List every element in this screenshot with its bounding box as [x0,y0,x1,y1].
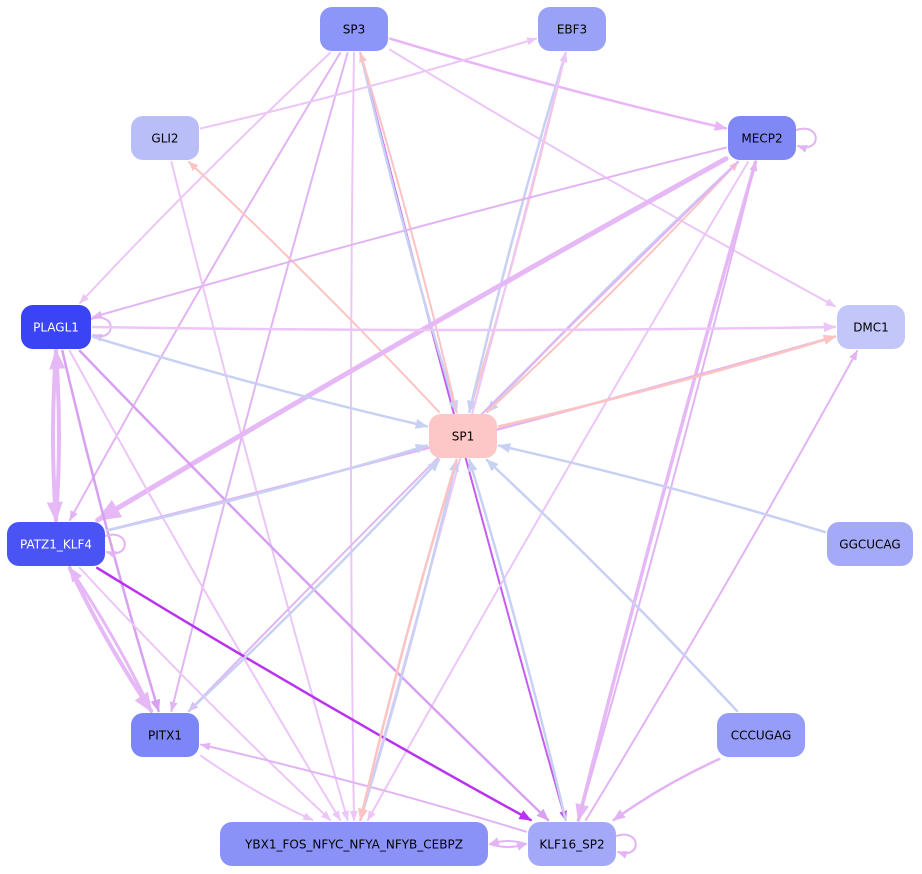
edge-sp3-to-dmc1 [389,48,836,308]
node-label: GLI2 [151,132,178,146]
node-mecp2[interactable]: MECP2 [728,116,796,160]
edge-pitx1-to-patz1-klf4 [68,566,153,713]
node-label: GGCUCAG [839,538,900,552]
edge-sp3-to-patz1-klf4 [68,52,342,521]
edge-ggcucag-to-sp1 [497,443,827,534]
node-box [131,713,199,757]
edge-sp1-to-sp3 [359,52,458,413]
node-label: SP3 [343,23,366,37]
edge-pitx1-to-sp1 [187,458,441,713]
edge-sp3-to-sp1 [359,51,459,414]
node-dmc1[interactable]: DMC1 [837,305,905,349]
edge-sp1-to-mecp2 [486,161,739,413]
edge-mecp2-to-patz1-klf4 [95,156,729,523]
node-box [528,822,616,866]
node-patz1-klf4[interactable]: PATZ1_KLF4 [7,522,105,566]
node-label: SP1 [452,430,475,444]
edge-cccugag-to-sp1 [485,458,739,713]
edge-klf16-sp2-to-sp1 [467,458,567,822]
edge-ybx1-to-klf16-sp2 [489,843,527,851]
edge-patz1-klf4-to-plagl1 [49,349,66,522]
edge-ybx1-to-sp1 [359,458,459,822]
edge-mecp2-to-ybx1 [366,161,750,821]
edge-gli2-to-ebf3 [200,37,537,130]
node-cccugag[interactable]: CCCUGAG [717,713,805,757]
node-label: DMC1 [853,321,889,335]
node-box [717,713,805,757]
node-plagl1[interactable]: PLAGL1 [21,305,91,349]
edge-ebf3-to-sp1 [467,51,567,414]
node-box [131,116,199,160]
edge-mecp2-to-plagl1 [92,146,727,319]
edges-layer [46,37,859,859]
edge-klf16-sp2-to-mecp2 [577,161,758,821]
node-gli2[interactable]: GLI2 [131,116,199,160]
edge-klf16-sp2-to-klf16-sp2 [615,833,637,859]
edge-plagl1-to-sp1 [91,335,429,429]
edge-plagl1-to-patz1-klf4 [46,349,63,522]
node-sp1[interactable]: SP1 [429,414,497,458]
node-label: EBF3 [557,23,587,37]
edge-sp1-to-ybx1 [358,458,458,822]
node-box [827,522,913,566]
node-box [220,822,488,866]
edge-patz1-klf4-to-klf16-sp2 [96,566,532,822]
node-box [429,414,497,458]
node-box [837,305,905,349]
node-sp3[interactable]: SP3 [320,7,388,51]
edge-plagl1-to-pitx1 [61,349,161,713]
edge-klf16-sp2-to-dmc1 [584,350,859,821]
node-label: PLAGL1 [33,321,79,335]
edge-klf16-sp2-to-ybx1 [489,837,527,845]
node-pitx1[interactable]: PITX1 [131,713,199,757]
edge-sp3-to-ybx1 [349,52,358,821]
edge-patz1-klf4-to-sp1 [105,444,429,532]
edge-cccugag-to-klf16-sp2 [612,757,721,822]
node-box [538,7,606,51]
node-label: PATZ1_KLF4 [20,538,92,552]
node-ebf3[interactable]: EBF3 [538,7,606,51]
edge-patz1-klf4-to-ybx1 [78,567,332,821]
node-box [728,116,796,160]
edge-sp1-to-dmc1 [497,335,837,428]
edge-patz1-klf4-to-pitx1 [67,566,154,713]
edge-plagl1-to-ybx1 [68,350,342,821]
edge-patz1-klf4-to-patz1-klf4 [104,533,126,559]
edge-plagl1-to-klf16-sp2 [78,349,550,822]
edge-mecp2-to-mecp2 [795,127,817,153]
node-klf16-sp2[interactable]: KLF16_SP2 [528,822,616,866]
node-label: CCCUGAG [731,729,792,743]
node-box [7,522,105,566]
node-box [21,305,91,349]
edge-sp1-to-gli2 [188,161,440,413]
edge-sp3-to-pitx1 [169,52,349,712]
node-label: KLF16_SP2 [539,838,604,852]
edge-klf16-sp2-to-pitx1 [200,742,527,833]
edge-pitx1-to-ybx1 [200,754,314,821]
node-label: PITX1 [148,729,182,743]
edge-mecp2-to-klf16-sp2 [575,160,758,822]
node-ybx1[interactable]: YBX1_FOS_NFYC_NFYA_NFYB_CEBPZ [220,822,488,866]
node-label: YBX1_FOS_NFYC_NFYA_NFYB_CEBPZ [244,838,463,852]
node-label: MECP2 [741,132,782,146]
node-ggcucag[interactable]: GGCUCAG [827,522,913,566]
node-box [320,7,388,51]
edge-plagl1-to-dmc1 [91,322,837,333]
